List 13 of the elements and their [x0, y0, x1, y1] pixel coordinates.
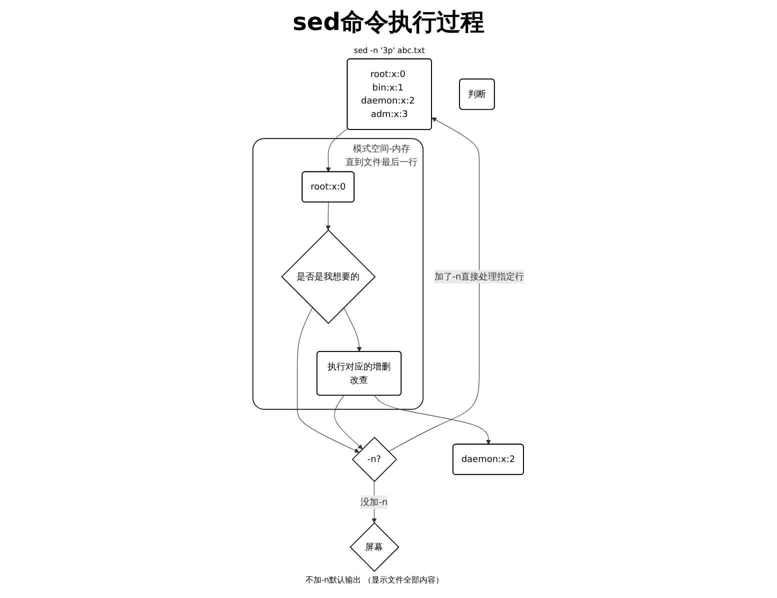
edge-label: 没加-n — [360, 496, 388, 508]
node-diamond: 是否是我想要的 — [281, 230, 376, 324]
arrow — [326, 202, 331, 230]
arrow — [296, 307, 360, 453]
arrow — [326, 128, 348, 172]
edge-label: 加了-n直接处理指定行 — [434, 271, 524, 282]
arrow — [334, 395, 363, 450]
arrow — [388, 117, 480, 452]
node-diamond: -n? — [352, 436, 398, 482]
node-diamond: 屏幕 — [350, 522, 400, 572]
diagram-title: sed命令执行过程 — [292, 7, 486, 38]
arrow — [374, 395, 491, 445]
arrow — [344, 307, 362, 352]
